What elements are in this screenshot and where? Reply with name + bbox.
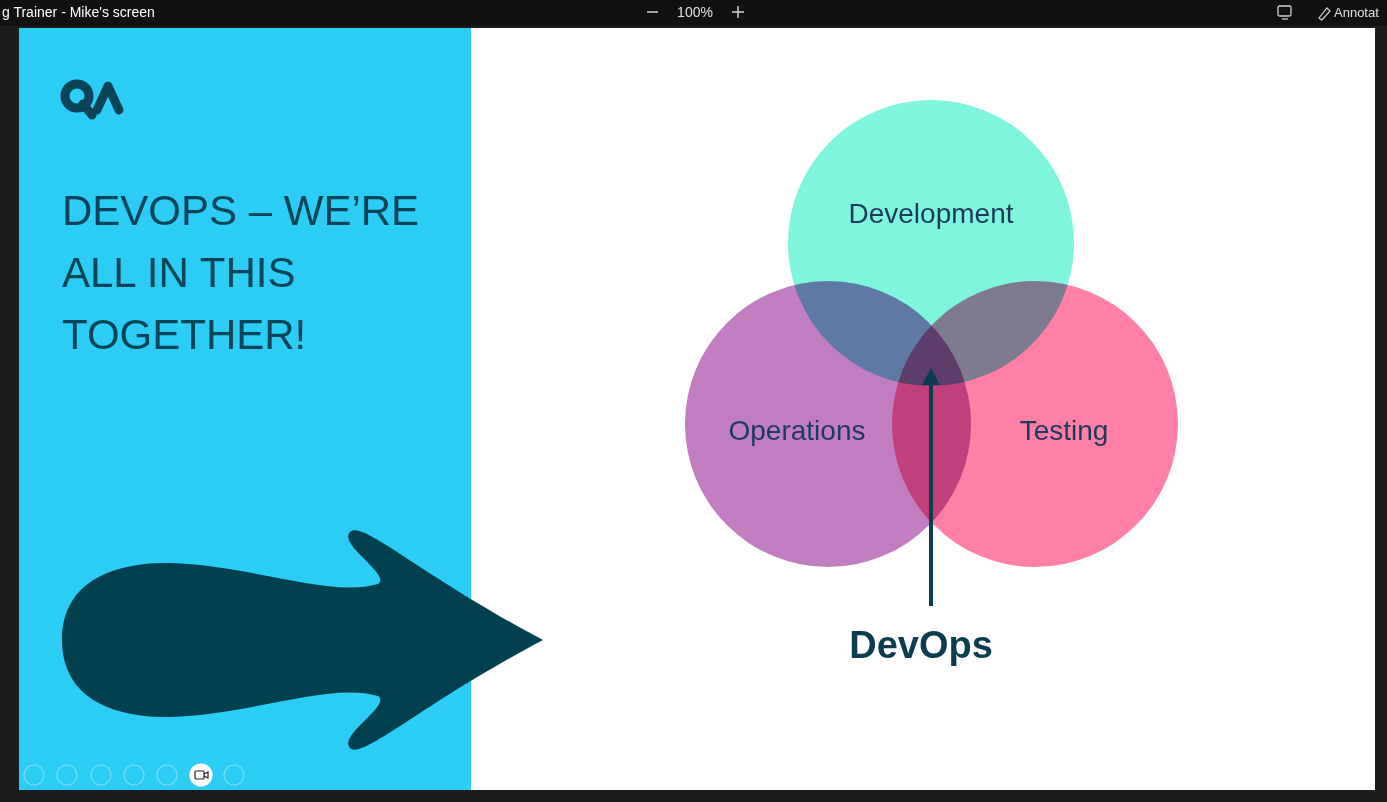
- circle-label: Testing: [1020, 415, 1109, 447]
- window-bar-text: g Trainer - Mike's screen: [2, 4, 155, 20]
- screen-icon: [1278, 6, 1291, 19]
- venn-circle: Testing: [892, 281, 1178, 567]
- circle-label: Development: [849, 198, 1014, 230]
- devops-label: DevOps: [849, 624, 993, 667]
- annotate-icon: [1319, 8, 1330, 20]
- title-bar: [0, 0, 1387, 26]
- slide-background: [19, 28, 1375, 790]
- zoom-in-icon: [737, 6, 739, 18]
- window-bar-text: 100%: [677, 4, 713, 20]
- big-arrow-shape: [62, 530, 543, 749]
- qa-logo: [65, 84, 119, 115]
- slide-title: DEVOPS – WE’RE ALL IN THIS TOGETHER!: [62, 180, 457, 366]
- zoom-out-icon: [647, 11, 658, 13]
- circle-label: Operations: [729, 415, 866, 447]
- presenter-toolbar: [24, 764, 244, 786]
- window-bar-text: Annotat: [1334, 5, 1379, 20]
